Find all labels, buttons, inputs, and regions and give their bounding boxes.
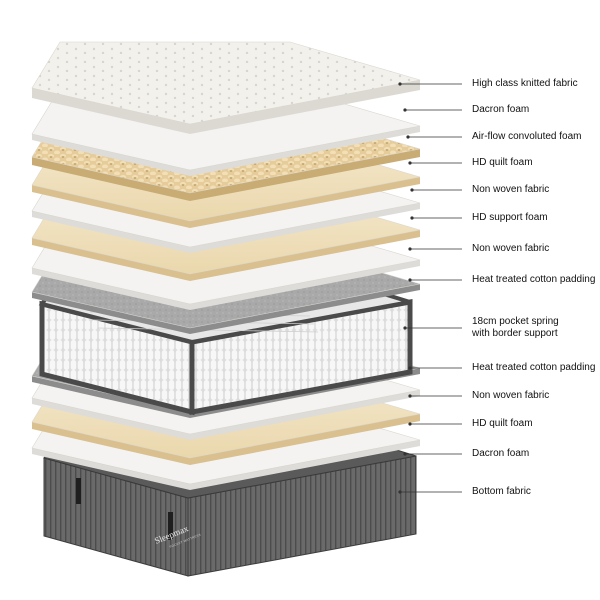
leader-dot-padding-top — [408, 278, 412, 282]
layer-padding-top-edge — [32, 284, 420, 334]
layer-support-edge — [32, 230, 420, 281]
leader-dot-nonwoven-1 — [410, 188, 414, 192]
label-nonwoven-2: Non woven fabric — [472, 243, 550, 254]
layer-dacron-bottom-edge — [32, 440, 420, 490]
handle-left — [76, 478, 81, 504]
label-padding-top: Heat treated cotton padding — [472, 274, 596, 285]
leader-dot-dacron-bottom — [403, 452, 407, 456]
layer-knitted-surface — [31, 41, 421, 125]
label-convoluted: Air-flow convoluted foam — [472, 131, 582, 142]
layer-nonwoven-2-edge — [32, 260, 420, 310]
leader-dot-spring — [403, 326, 407, 330]
leader-dot-nonwoven-2 — [408, 247, 412, 251]
layer-knitted-edge — [32, 80, 420, 134]
label-dacron-bottom: Dacron foam — [472, 448, 530, 459]
label-spring: 18cm pocket spring with border support — [472, 316, 559, 339]
label-knitted: High class knitted fabric — [472, 78, 578, 89]
layer-convoluted-edge — [32, 149, 420, 201]
label-support: HD support foam — [472, 212, 548, 223]
layer-quilt-top-edge — [32, 177, 420, 228]
label-dacron-top: Dacron foam — [472, 104, 530, 115]
leader-dot-bottom — [398, 490, 402, 494]
layer-quilt-bottom-edge — [32, 414, 420, 465]
leader-dot-nonwoven-3 — [408, 394, 412, 398]
label-padding-bottom: Heat treated cotton padding — [472, 362, 596, 373]
label-bottom: Bottom fabric — [472, 486, 531, 497]
label-quilt-top: HD quilt foam — [472, 157, 533, 168]
label-nonwoven-3: Non woven fabric — [472, 390, 550, 401]
layer-nonwoven-3-edge — [32, 390, 420, 440]
layer-dacron-top-edge — [32, 126, 420, 176]
leader-dot-convoluted — [406, 135, 410, 139]
label-quilt-bottom: HD quilt foam — [472, 418, 533, 429]
leader-dot-knitted — [398, 82, 402, 86]
layer-nonwoven-1-edge — [32, 203, 420, 253]
leader-dot-padding-bottom — [408, 366, 412, 370]
leader-dot-dacron-top — [403, 108, 407, 112]
leader-dot-support — [410, 216, 414, 220]
handle-front — [168, 512, 173, 540]
layer-knitted — [31, 41, 421, 134]
leader-lines — [398, 82, 462, 494]
leader-dot-quilt-top — [408, 161, 412, 165]
leader-dot-quilt-bottom — [408, 422, 412, 426]
label-nonwoven-1: Non woven fabric — [472, 184, 550, 195]
